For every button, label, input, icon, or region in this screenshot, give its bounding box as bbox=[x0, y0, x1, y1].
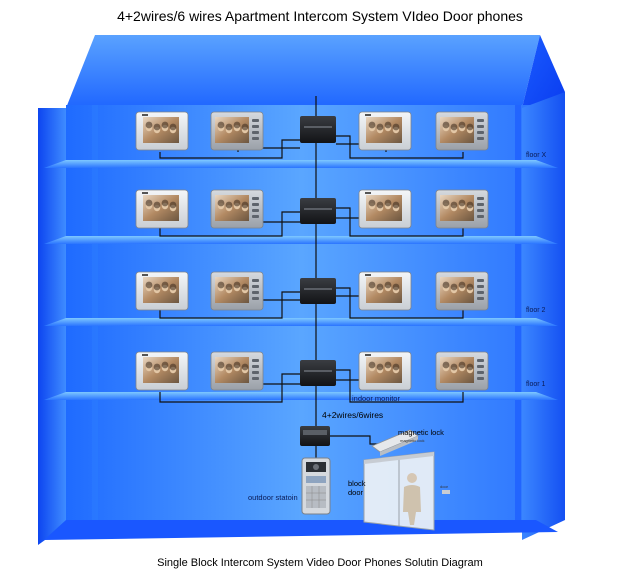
distributors bbox=[300, 116, 336, 386]
floor-wire bbox=[336, 207, 464, 237]
door-tag-label: door bbox=[440, 484, 449, 489]
magnetic-lock-small-label: magnetic lock bbox=[400, 438, 424, 443]
indoor-monitor bbox=[210, 111, 264, 151]
indoor-monitor bbox=[210, 271, 264, 311]
glass-door bbox=[363, 451, 450, 531]
roof-right bbox=[522, 35, 565, 108]
roof-front bbox=[66, 35, 540, 108]
lock-wire bbox=[330, 435, 380, 445]
indoor-monitor bbox=[135, 271, 189, 311]
floor-slab bbox=[44, 392, 558, 400]
indoor-monitor bbox=[358, 111, 412, 151]
indoor-monitor bbox=[435, 271, 489, 311]
indoor-monitors bbox=[135, 111, 489, 391]
floor-wire bbox=[159, 291, 300, 319]
floor-wire bbox=[336, 135, 464, 159]
power-supply-box bbox=[300, 426, 330, 446]
diagram-caption: Single Block Intercom System Video Door … bbox=[157, 557, 483, 569]
magnetic-lock-label: magnetic lock bbox=[398, 428, 444, 437]
indoor-monitor bbox=[358, 351, 412, 391]
indoor-monitor bbox=[210, 189, 264, 229]
floor-slab bbox=[44, 160, 558, 168]
outdoor-station bbox=[301, 457, 331, 515]
indoor-monitor bbox=[435, 111, 489, 151]
indoor-monitor bbox=[358, 271, 412, 311]
block-door-label: block door bbox=[348, 479, 368, 497]
indoor-monitor bbox=[135, 111, 189, 151]
pillar bbox=[92, 105, 98, 525]
floor-wire bbox=[159, 373, 300, 403]
indoor-monitor bbox=[358, 189, 412, 229]
floor-slab bbox=[44, 236, 558, 244]
wiring-label: 4+2wires/6wires bbox=[322, 410, 383, 420]
floor-wire bbox=[159, 139, 300, 159]
right-wall bbox=[522, 92, 565, 540]
indoor-monitor bbox=[435, 189, 489, 229]
floor-label-2: floor 2 bbox=[526, 307, 546, 314]
left-wall bbox=[38, 108, 66, 545]
floor-wire bbox=[336, 369, 464, 403]
floor-wire bbox=[159, 211, 300, 237]
indoor-monitor bbox=[135, 351, 189, 391]
ground-base bbox=[44, 520, 558, 540]
floor-label-x: floor X bbox=[526, 152, 547, 159]
floor-wire bbox=[336, 287, 464, 319]
back-wall bbox=[66, 105, 536, 525]
pillar bbox=[515, 105, 521, 525]
diagram-title: 4+2wires/6 wires Apartment Intercom Syst… bbox=[117, 8, 523, 24]
distributor-box bbox=[300, 360, 336, 386]
indoor-monitor-label: indoor monitor bbox=[352, 394, 400, 403]
distributor-box bbox=[300, 116, 336, 143]
floor-label-1: floor 1 bbox=[526, 381, 546, 388]
magnetic-lock bbox=[371, 429, 419, 456]
outdoor-station-label: outdoor statoin bbox=[248, 493, 298, 502]
distributor-box bbox=[300, 278, 336, 304]
distributor-box bbox=[300, 198, 336, 224]
indoor-monitor bbox=[135, 189, 189, 229]
indoor-monitor bbox=[435, 351, 489, 391]
indoor-monitor bbox=[210, 351, 264, 391]
building bbox=[38, 35, 565, 545]
floor-slab bbox=[44, 318, 558, 326]
